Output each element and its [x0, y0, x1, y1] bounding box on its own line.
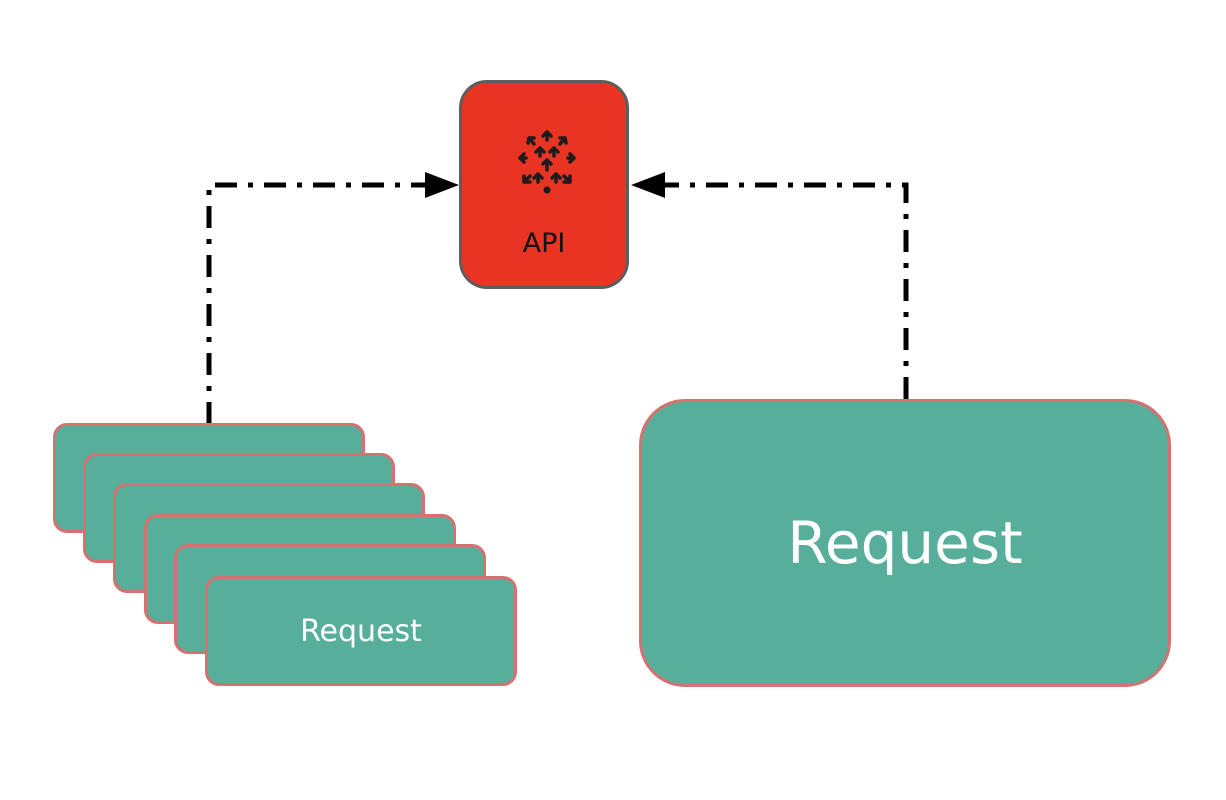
- connector-stack-to-api: [206, 182, 433, 424]
- arrowhead-left: [425, 172, 459, 198]
- single-request-node: Request: [639, 399, 1171, 687]
- api-label: API: [522, 228, 566, 259]
- arrowhead-right: [631, 172, 665, 198]
- single-request-label: Request: [787, 509, 1023, 577]
- request-stack-label: Request: [300, 613, 422, 649]
- arrows-cluster-icon: [518, 130, 576, 194]
- connector-request-to-api: [656, 182, 909, 399]
- request-stack-card-front: Request: [205, 576, 517, 686]
- api-node: API: [459, 80, 629, 289]
